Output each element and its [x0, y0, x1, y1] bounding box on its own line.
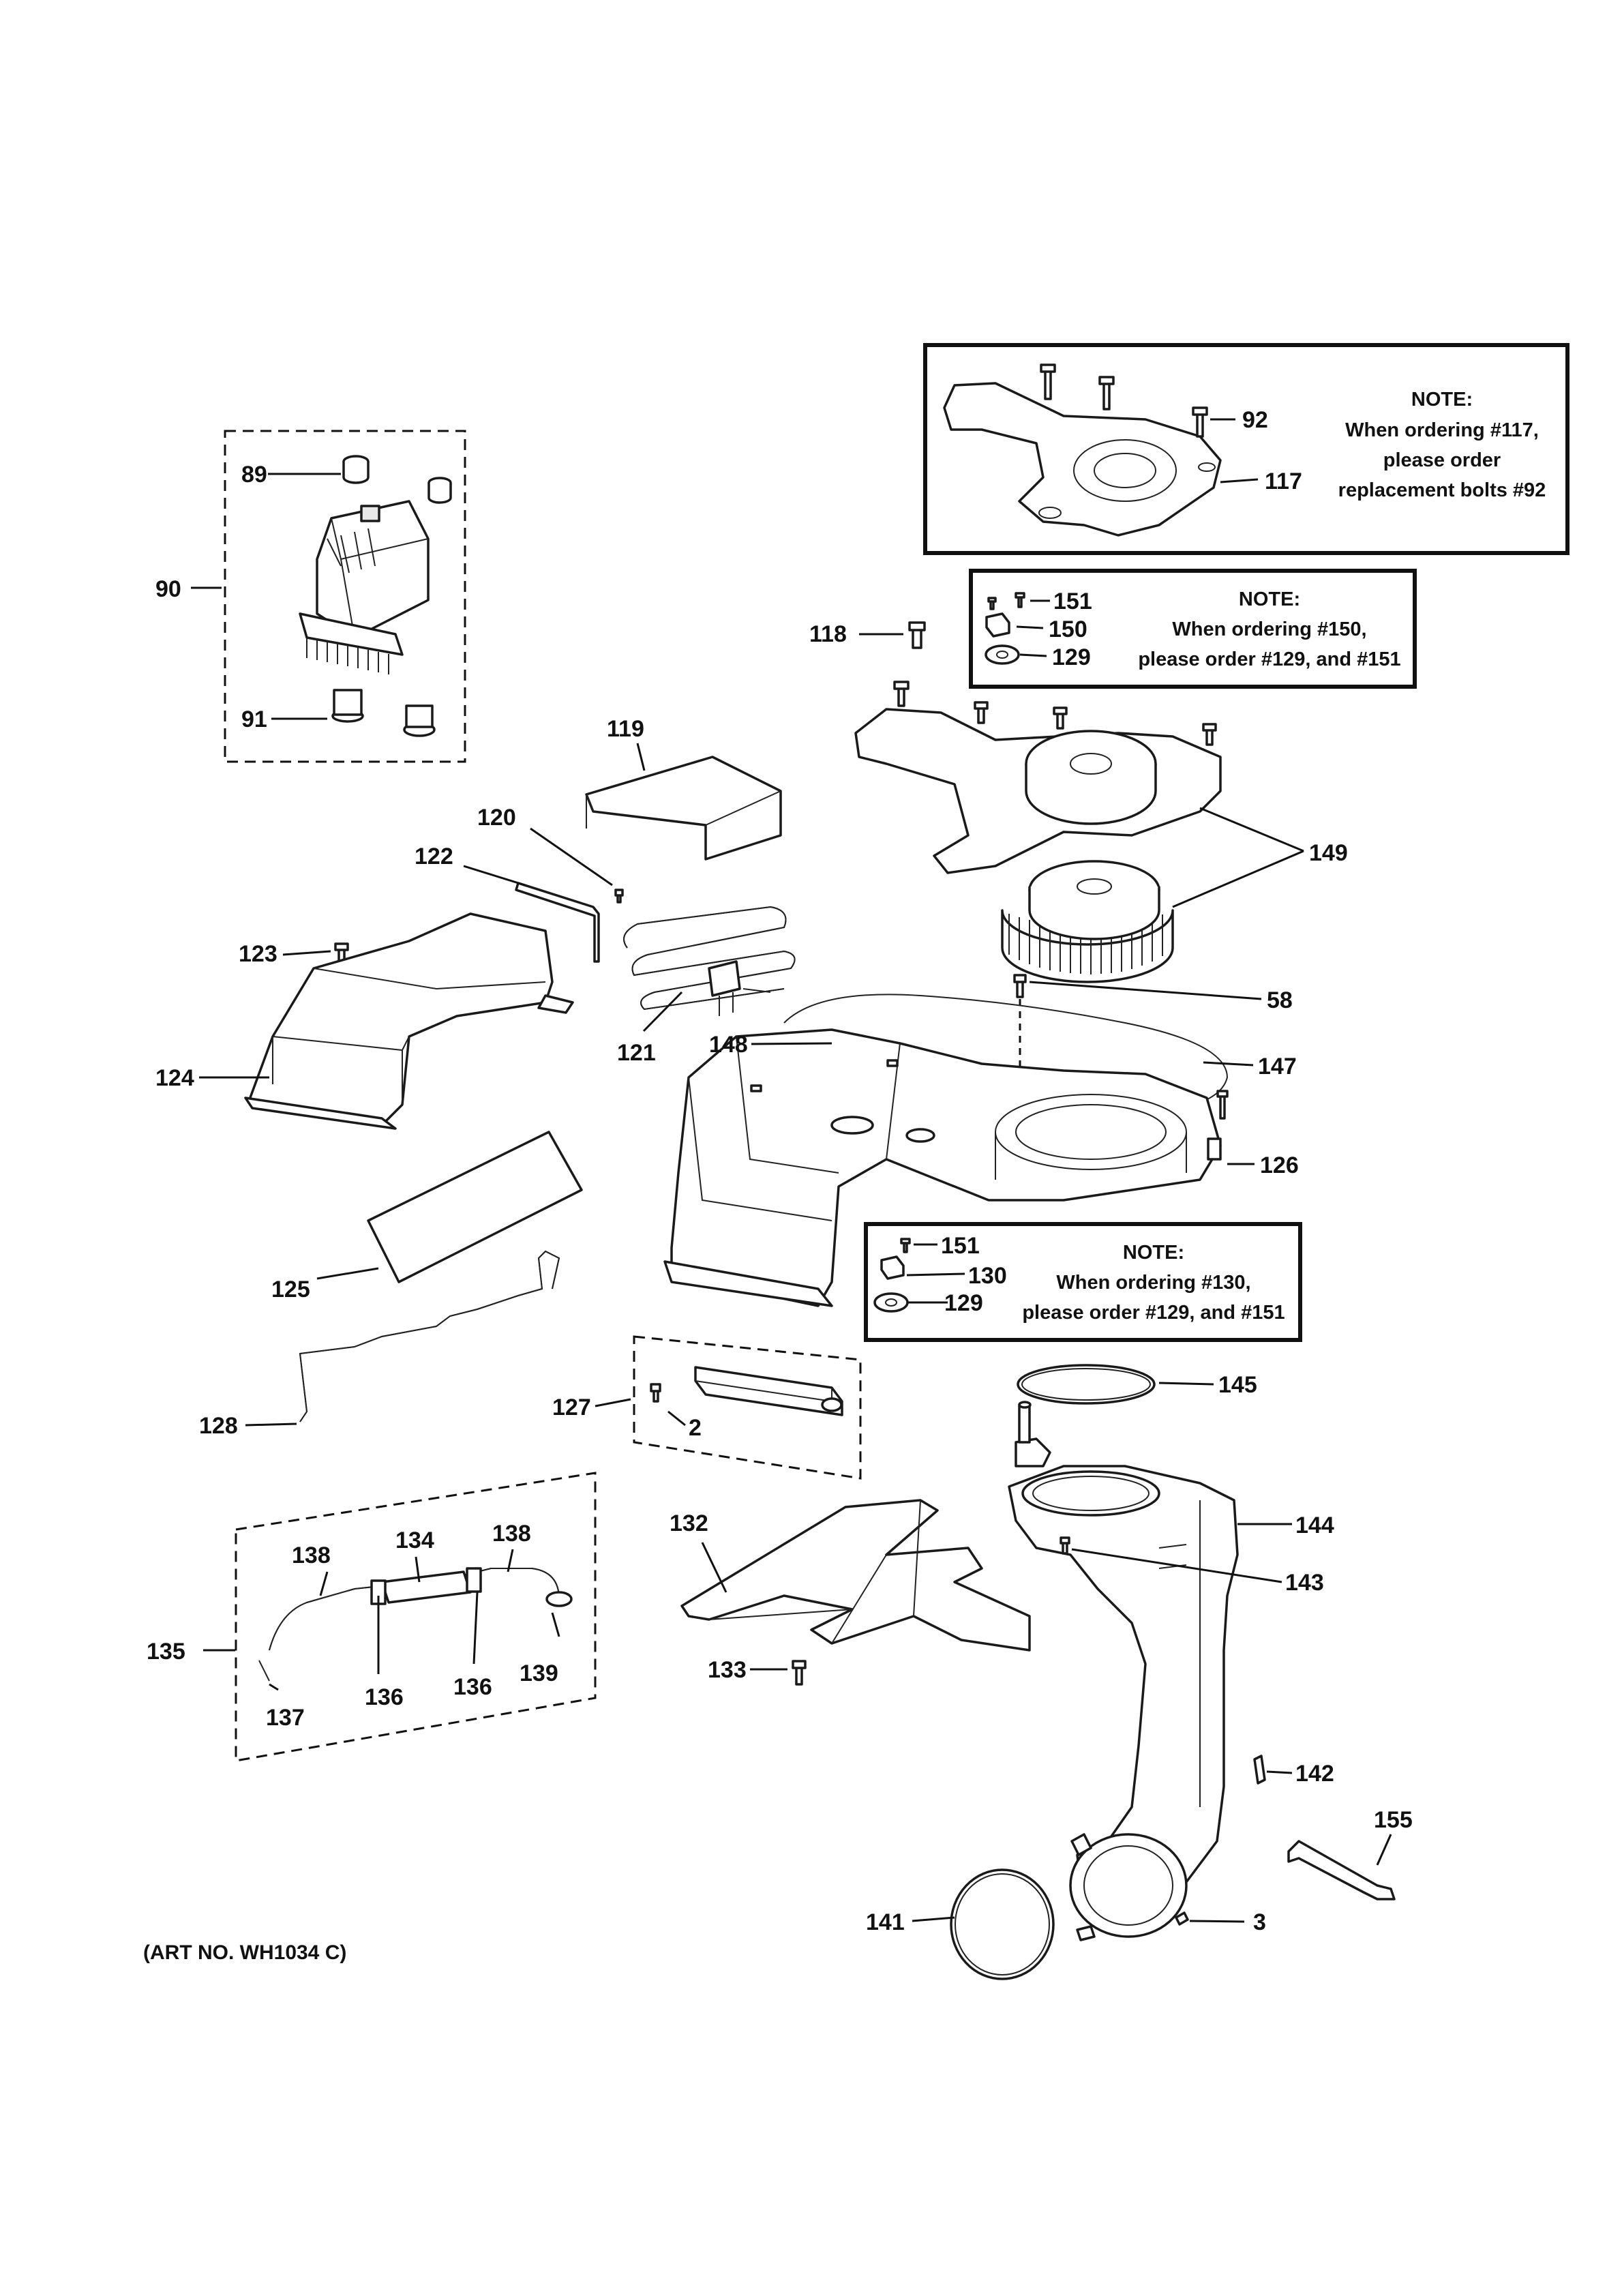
- bolt-118-drawing: [908, 621, 926, 649]
- note-117-line-3: please order: [1383, 449, 1501, 471]
- callout-133: 133: [708, 1657, 747, 1683]
- group-box-135: [235, 1472, 597, 1762]
- callout-123: 123: [239, 941, 277, 967]
- callout-144: 144: [1295, 1512, 1334, 1538]
- duct-cover-124-drawing: [244, 912, 574, 1130]
- callout-92: 92: [1242, 407, 1268, 433]
- pin-142-drawing: [1253, 1755, 1266, 1785]
- callout-142: 142: [1295, 1761, 1334, 1787]
- callout-126: 126: [1260, 1152, 1299, 1178]
- note-117-line-1: NOTE:: [1411, 389, 1473, 411]
- callout-91: 91: [241, 706, 267, 732]
- callout-151-top: 151: [1053, 588, 1092, 614]
- callout-89: 89: [241, 462, 267, 488]
- callout-143: 143: [1285, 1570, 1324, 1596]
- callout-132: 132: [670, 1510, 708, 1536]
- hose-assembly-135-drawing: [258, 1567, 573, 1682]
- note-box-150: NOTE: When ordering #150, please order #…: [969, 569, 1417, 689]
- strap-155-drawing: [1287, 1840, 1396, 1900]
- note-150-line-1: NOTE:: [1239, 588, 1300, 610]
- callout-120: 120: [477, 805, 516, 831]
- callout-121: 121: [617, 1040, 656, 1066]
- callout-150: 150: [1049, 616, 1087, 642]
- callout-117: 117: [1265, 468, 1302, 494]
- screw-143-drawing: [1060, 1536, 1070, 1555]
- callout-137: 137: [266, 1705, 305, 1731]
- callout-138-right: 138: [492, 1521, 531, 1547]
- callout-129-bottom: 129: [944, 1290, 983, 1316]
- callout-118: 118: [809, 621, 847, 647]
- callout-labels: 89 90 91 92 117 151 150 129 118 119 120 …: [147, 407, 1413, 1935]
- callout-2: 2: [689, 1415, 702, 1441]
- callout-124: 124: [155, 1065, 194, 1091]
- callout-145: 145: [1218, 1372, 1257, 1398]
- screw-120-drawing: [614, 889, 624, 904]
- note-box-130: NOTE: When ordering #130, please order #…: [864, 1222, 1302, 1342]
- callout-129-top: 129: [1052, 644, 1091, 670]
- group-box-127: [633, 1335, 862, 1480]
- callout-148: 148: [709, 1032, 748, 1058]
- callout-139: 139: [520, 1660, 558, 1686]
- screw-3-drawing: [1175, 1911, 1189, 1926]
- motor-assembly-drawing: [299, 455, 452, 737]
- rod-122-drawing: [515, 882, 600, 963]
- callout-130: 130: [968, 1263, 1007, 1289]
- wire-128-detail: [299, 1250, 560, 1422]
- blower-149-drawing: [854, 681, 1222, 983]
- callout-125: 125: [271, 1277, 310, 1302]
- callout-3: 3: [1253, 1909, 1266, 1935]
- callout-122: 122: [415, 844, 453, 869]
- callout-119: 119: [607, 716, 644, 742]
- art-number: (ART NO. WH1034 C): [143, 1941, 346, 1964]
- callout-136-right: 136: [453, 1674, 492, 1700]
- group-box-90: [224, 430, 466, 763]
- cover-119-drawing: [585, 756, 782, 861]
- ring-141-drawing: [950, 1868, 1055, 1980]
- callout-135: 135: [147, 1639, 185, 1665]
- screw-133-drawing: [792, 1660, 807, 1686]
- wire-128-drawing: [299, 1250, 560, 1422]
- small-parts-130-drawing: [873, 1238, 911, 1313]
- heater-coil-121-drawing: [623, 906, 796, 1016]
- callout-147: 147: [1258, 1054, 1297, 1079]
- bracket-127-drawing: [650, 1366, 843, 1416]
- callout-136-left: 136: [365, 1684, 404, 1710]
- note-130-line-2: When ordering #130,: [1056, 1272, 1250, 1294]
- note-150-line-2: When ordering #150,: [1172, 618, 1366, 640]
- callout-128: 128: [199, 1413, 238, 1439]
- note-150-line-3: please order #129, and #151: [1138, 648, 1400, 670]
- callout-141: 141: [866, 1909, 905, 1935]
- o-ring-145-drawing: [1017, 1364, 1156, 1405]
- exhaust-duct-144-drawing: [1008, 1401, 1239, 1941]
- note-box-117: NOTE: When ordering #117, please order r…: [923, 343, 1570, 555]
- bracket-117-drawing: [943, 363, 1222, 537]
- callout-90: 90: [155, 576, 181, 602]
- leader-lines: [191, 418, 1392, 1923]
- note-130-line-3: please order #129, and #151: [1022, 1302, 1285, 1324]
- bracket-plate-132-drawing: [680, 1499, 1031, 1652]
- callout-138-left: 138: [292, 1542, 331, 1568]
- small-parts-150-drawing: [985, 592, 1025, 665]
- callout-155: 155: [1374, 1807, 1413, 1833]
- callout-134: 134: [395, 1527, 434, 1553]
- note-117-line-4: replacement bolts #92: [1338, 479, 1546, 501]
- callout-127: 127: [552, 1395, 591, 1420]
- blower-housing-126-drawing: [663, 1028, 1229, 1307]
- callout-149: 149: [1309, 840, 1348, 866]
- note-117-line-2: When ordering #117,: [1345, 419, 1539, 441]
- callout-151-bottom: 151: [941, 1233, 980, 1259]
- note-130-line-1: NOTE:: [1123, 1242, 1184, 1264]
- callout-58: 58: [1267, 987, 1293, 1013]
- sheet-125-drawing: [367, 1131, 583, 1283]
